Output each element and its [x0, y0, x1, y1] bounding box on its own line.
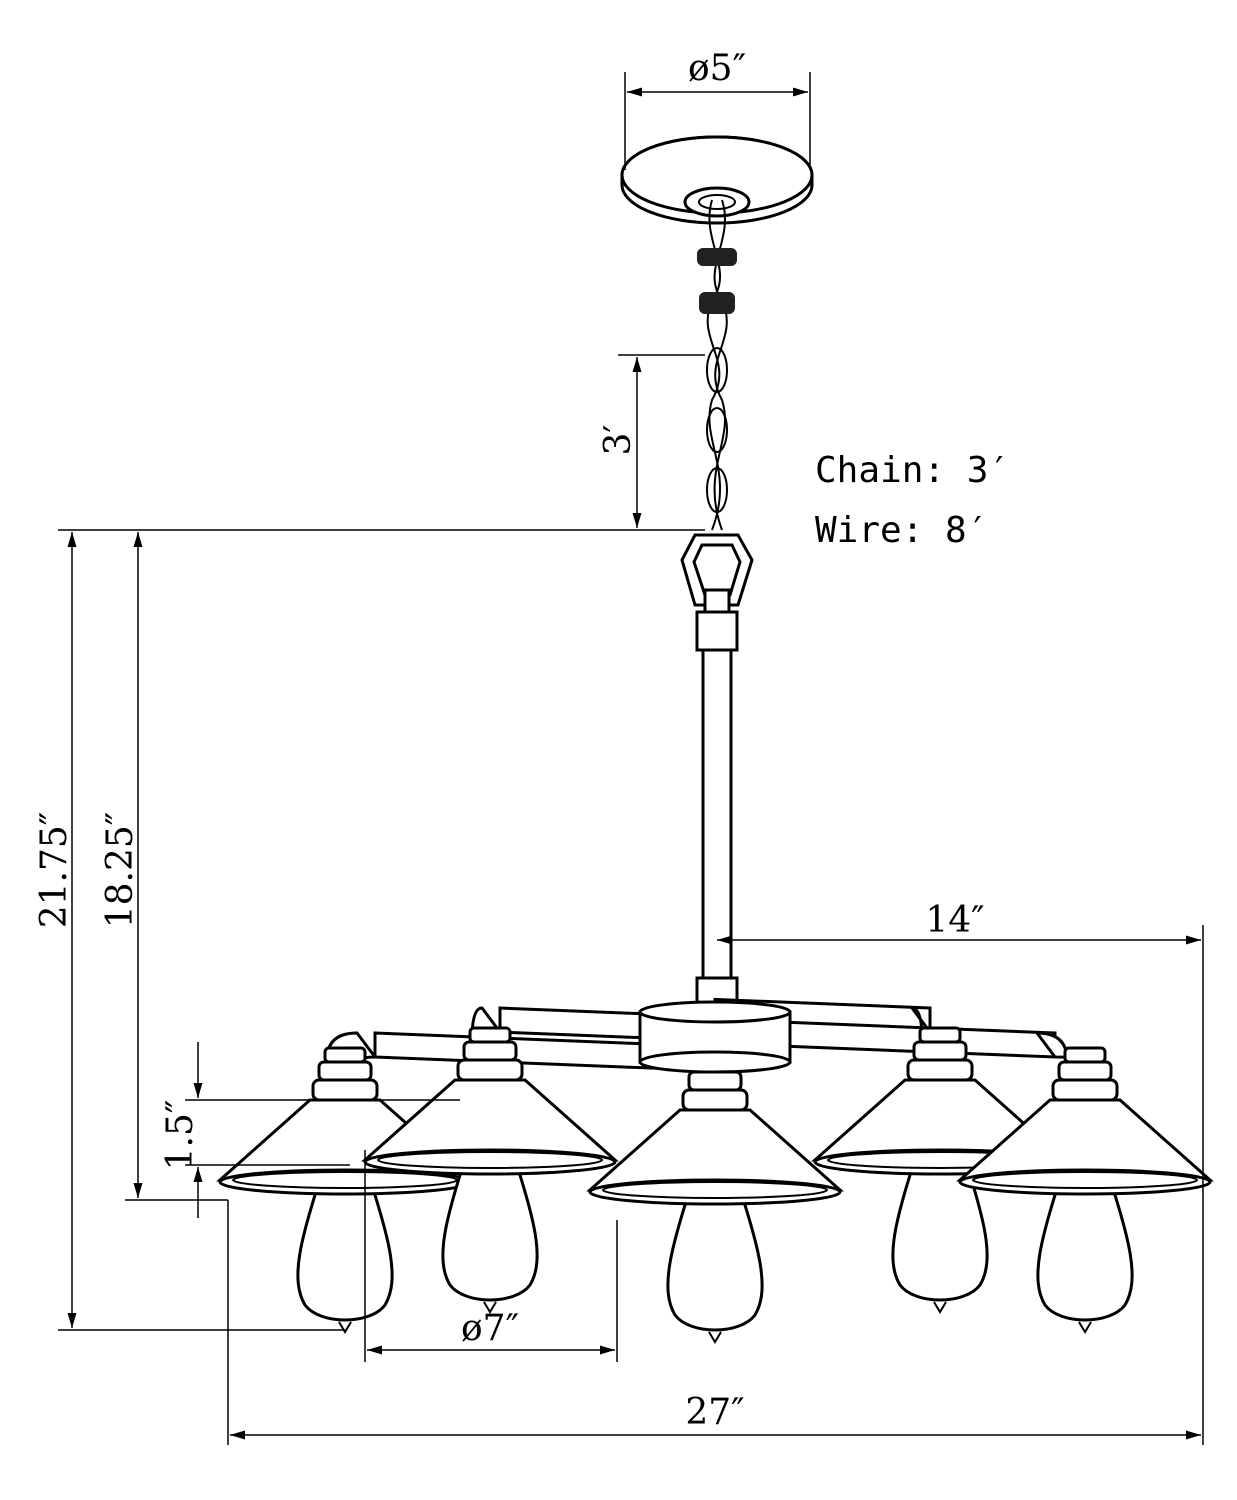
body-height-label: 18.25″ [100, 812, 141, 929]
lamp [216, 1046, 474, 1334]
bulb [1036, 1168, 1134, 1322]
radius-label: 14″ [925, 900, 984, 941]
canopy [620, 135, 814, 225]
shade-diameter-label: ø7″ [461, 1308, 519, 1349]
wire-note: Wire: 8′ [815, 510, 988, 551]
bulb [891, 1148, 989, 1302]
center-hub [638, 1000, 792, 1074]
canopy-diameter-label: ø5″ [688, 48, 746, 89]
lamp [956, 1046, 1214, 1334]
lamp [586, 1056, 844, 1344]
shade-offset-label: 1.5″ [160, 1100, 201, 1171]
stem [695, 588, 739, 1010]
chain-note: Chain: 3′ [815, 450, 1010, 491]
bulb [296, 1168, 394, 1322]
chain-length-label: 3′ [598, 424, 639, 455]
bulb [666, 1178, 764, 1332]
bulb [441, 1148, 539, 1302]
chain [697, 199, 737, 531]
overall-height-label: 21.75″ [34, 812, 75, 929]
chandelier-fixture [216, 135, 1214, 1344]
lamp [361, 1026, 619, 1314]
dimension-lines [58, 72, 1204, 1445]
shade [586, 1108, 844, 1192]
overall-width-label: 27″ [685, 1392, 744, 1433]
